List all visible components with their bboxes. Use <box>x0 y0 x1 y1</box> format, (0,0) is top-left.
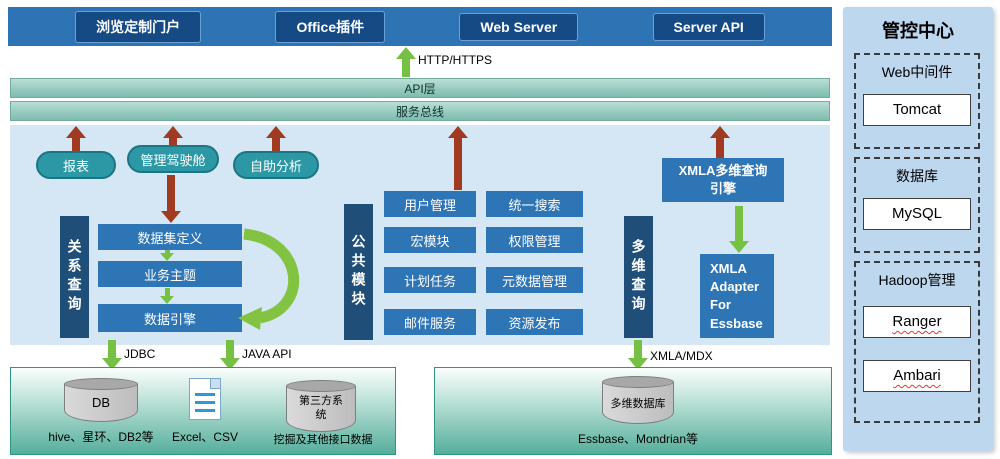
db-caption: hive、星环、DB2等 <box>48 430 154 444</box>
arrow-head <box>448 126 468 138</box>
resource-publish-box: 资源发布 <box>486 309 583 335</box>
arrow-head <box>266 126 286 138</box>
arrow-shaft <box>167 175 175 211</box>
arrow-javaapi-down <box>220 340 240 370</box>
curved-arrow <box>238 228 300 330</box>
doc-fold <box>210 379 220 389</box>
arrow-head <box>710 126 730 138</box>
cylinder-lid <box>602 376 674 388</box>
server-api-node: Server API <box>652 12 765 41</box>
database-group: 数据库 MySQL <box>854 157 980 253</box>
arrow-shaft <box>735 206 743 241</box>
jdbc-label: JDBC <box>124 347 156 361</box>
portal-node: 浏览定制门户 <box>75 10 202 43</box>
mail-service-box: 邮件服务 <box>384 309 476 335</box>
web-server-node: Web Server <box>459 12 579 41</box>
ambari-item: Ambari <box>863 360 971 392</box>
control-center-title: 管控中心 <box>882 21 954 41</box>
cylinder-lid <box>64 378 138 390</box>
arrow-dashboard-up <box>163 126 183 145</box>
cylinder-body: 多维数据库 <box>602 382 674 424</box>
arrow-shaft <box>108 340 116 358</box>
ranger-label: Ranger <box>892 313 942 330</box>
selfservice-node: 自助分析 <box>233 151 319 179</box>
permission-mgmt-box: 权限管理 <box>486 227 583 253</box>
arrow-shaft <box>716 138 724 159</box>
top-banner: 浏览定制门户 Office插件 Web Server Server API <box>8 7 832 46</box>
arrow-shaft <box>272 138 280 151</box>
arrow-shaft <box>164 288 170 296</box>
ranger-item: Ranger <box>863 306 971 338</box>
office-plugin-node: Office插件 <box>275 10 386 43</box>
web-middleware-group: Web中间件 Tomcat <box>854 53 980 149</box>
arrow-shaft <box>169 138 177 145</box>
ambari-label: Ambari <box>893 367 941 384</box>
service-bus-bar: 服务总线 <box>10 101 830 121</box>
arrow-shaft <box>164 250 170 253</box>
control-center-panel: 管控中心 Web中间件 Tomcat 数据库 MySQL Hadoop管理 Ra… <box>843 7 993 451</box>
group-label: Web中间件 <box>881 64 953 80</box>
arrow-shaft <box>226 340 234 358</box>
file-caption: Excel、CSV <box>171 430 239 444</box>
arrow-head <box>66 126 86 138</box>
arrow-xmlamdx-down <box>628 340 648 370</box>
dataset-definition-box: 数据集定义 <box>98 224 242 250</box>
third-party-caption: 挖掘及其他接口数据 <box>273 434 373 446</box>
arrow-head <box>396 47 416 59</box>
arrow-theme-to-engine <box>160 288 174 304</box>
arrow-shaft <box>72 138 80 151</box>
http-https-label: HTTP/HTTPS <box>418 53 492 67</box>
tomcat-item: Tomcat <box>863 94 971 126</box>
cylinder-body: DB <box>64 384 138 422</box>
arrow-engine-to-adapter <box>729 206 749 253</box>
hadoop-mgmt-group: Hadoop管理 Ranger Ambari <box>854 261 980 423</box>
arrow-head <box>729 241 749 253</box>
macro-module-box: 宏模块 <box>384 227 476 253</box>
user-mgmt-box: 用户管理 <box>384 191 476 217</box>
dashboard-node: 管理驾驶舱 <box>127 145 219 173</box>
arrow-common-module-up <box>448 126 468 190</box>
mysql-item: MySQL <box>863 198 971 230</box>
arrow-selfservice-up <box>266 126 286 151</box>
excel-csv-icon <box>189 378 221 420</box>
arrow-jdbc-down <box>102 340 122 370</box>
relation-query-bar: 关系查询 <box>60 216 89 338</box>
arrow-to-dataset-down <box>161 175 181 223</box>
unified-search-box: 统一搜索 <box>486 191 583 217</box>
business-theme-box: 业务主题 <box>98 261 242 287</box>
arrow-shaft <box>402 59 410 77</box>
arrow-http-up <box>396 47 416 77</box>
group-label: Hadoop管理 <box>878 272 956 288</box>
arrow-head <box>163 126 183 138</box>
doc-lines <box>195 393 215 412</box>
java-api-label: JAVA API <box>242 347 292 361</box>
report-node: 报表 <box>36 151 116 179</box>
group-label: 数据库 <box>896 168 938 184</box>
common-module-bar: 公共模块 <box>344 204 373 340</box>
arrow-dataset-to-theme <box>160 250 174 261</box>
arrow-shaft <box>454 138 462 190</box>
data-engine-box: 数据引擎 <box>98 304 242 332</box>
cylinder-lid <box>286 380 356 392</box>
arrow-report-up <box>66 126 86 151</box>
arrow-head <box>161 211 181 223</box>
scheduled-task-box: 计划任务 <box>384 267 476 293</box>
arrow-head <box>160 296 174 304</box>
xmla-mdx-label: XMLA/MDX <box>650 349 713 363</box>
api-layer-bar: API层 <box>10 78 830 98</box>
metadata-mgmt-box: 元数据管理 <box>486 267 583 293</box>
arrow-shaft <box>634 340 642 358</box>
arrow-head <box>160 253 174 261</box>
cylinder-body: 第三方系统 <box>286 386 356 432</box>
arrow-xmla-engine-up <box>710 126 730 159</box>
xmla-engine-box: XMLA多维查询引擎 <box>662 158 784 202</box>
xmla-adapter-box: XMLA Adapter For Essbase <box>700 254 774 338</box>
multidim-db-caption: Essbase、Mondrian等 <box>577 432 699 446</box>
multidim-query-bar: 多维查询 <box>624 216 653 338</box>
